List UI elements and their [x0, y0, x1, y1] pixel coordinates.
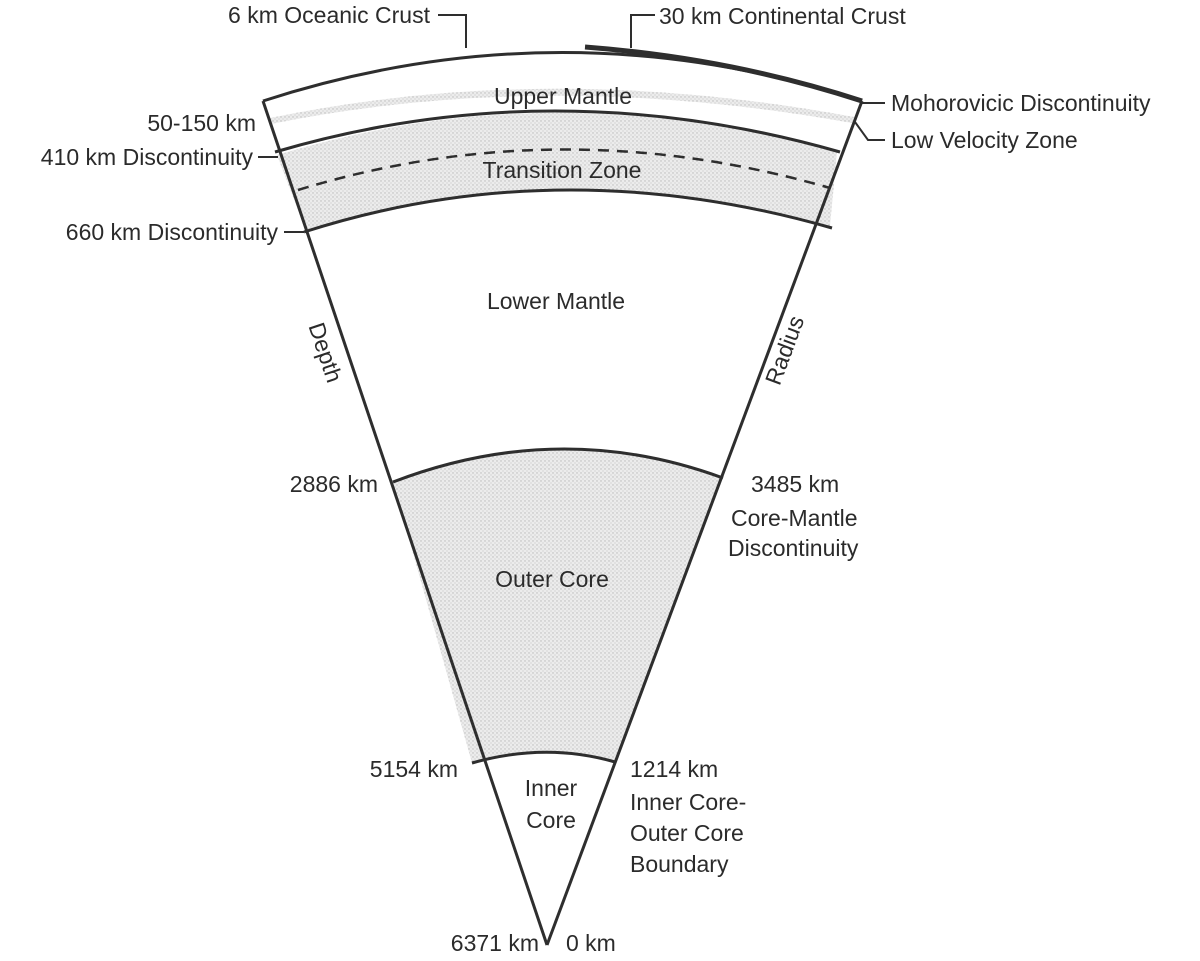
leader-continental-crust	[630, 14, 655, 48]
center-depth-label: 6371 km	[451, 930, 539, 956]
core-mantle-boundary-line	[392, 447, 724, 484]
cmb-radius-label: 3485 km	[751, 471, 839, 497]
discontinuity-410-label: 410 km Discontinuity	[41, 144, 254, 170]
lithosphere-depth-label: 50-150 km	[147, 110, 256, 136]
transition-zone-band	[277, 112, 837, 231]
low-velocity-zone-label: Low Velocity Zone	[891, 127, 1078, 153]
discontinuity-660-label: 660 km Discontinuity	[66, 219, 279, 245]
layer-lower-mantle: Lower Mantle	[487, 288, 625, 314]
discontinuity-660-line	[303, 188, 833, 234]
icb-radius-label: 1214 km	[630, 756, 718, 782]
cmb-depth-label: 2886 km	[290, 471, 378, 497]
continental-crust-label: 30 km Continental Crust	[659, 3, 906, 29]
low-velocity-zone-band	[270, 88, 854, 124]
oceanic-crust-label: 6 km Oceanic Crust	[228, 2, 431, 28]
leader-low-velocity-zone	[854, 121, 885, 141]
icb-name-line3: Boundary	[630, 851, 729, 877]
icb-name-line2: Outer Core	[630, 820, 744, 846]
wedge-left-edge	[261, 100, 549, 946]
moho-label: Mohorovicic Discontinuity	[891, 90, 1151, 116]
lithosphere-base-boundary	[274, 109, 841, 154]
continental-crust-segment	[584, 44, 863, 104]
layer-outer-core: Outer Core	[495, 566, 609, 592]
layer-upper-mantle: Upper Mantle	[494, 83, 632, 109]
leader-oceanic-crust	[438, 14, 467, 48]
layer-transition-zone: Transition Zone	[483, 157, 642, 183]
radius-axis-label: Radius	[760, 312, 809, 388]
icb-depth-label: 5154 km	[370, 756, 458, 782]
layer-inner-core-line1: Inner	[525, 775, 578, 801]
outer-core-band	[393, 448, 723, 763]
discontinuity-410-line	[297, 148, 831, 192]
wedge-right-edge	[545, 100, 864, 946]
cmb-name-line2: Discontinuity	[728, 535, 859, 561]
inner-core-boundary-line	[471, 750, 616, 765]
icb-name-line1: Inner Core-	[630, 789, 746, 815]
center-radius-label: 0 km	[566, 930, 616, 956]
layer-inner-core-line2: Core	[526, 807, 576, 833]
cmb-name-line1: Core-Mantle	[731, 505, 858, 531]
